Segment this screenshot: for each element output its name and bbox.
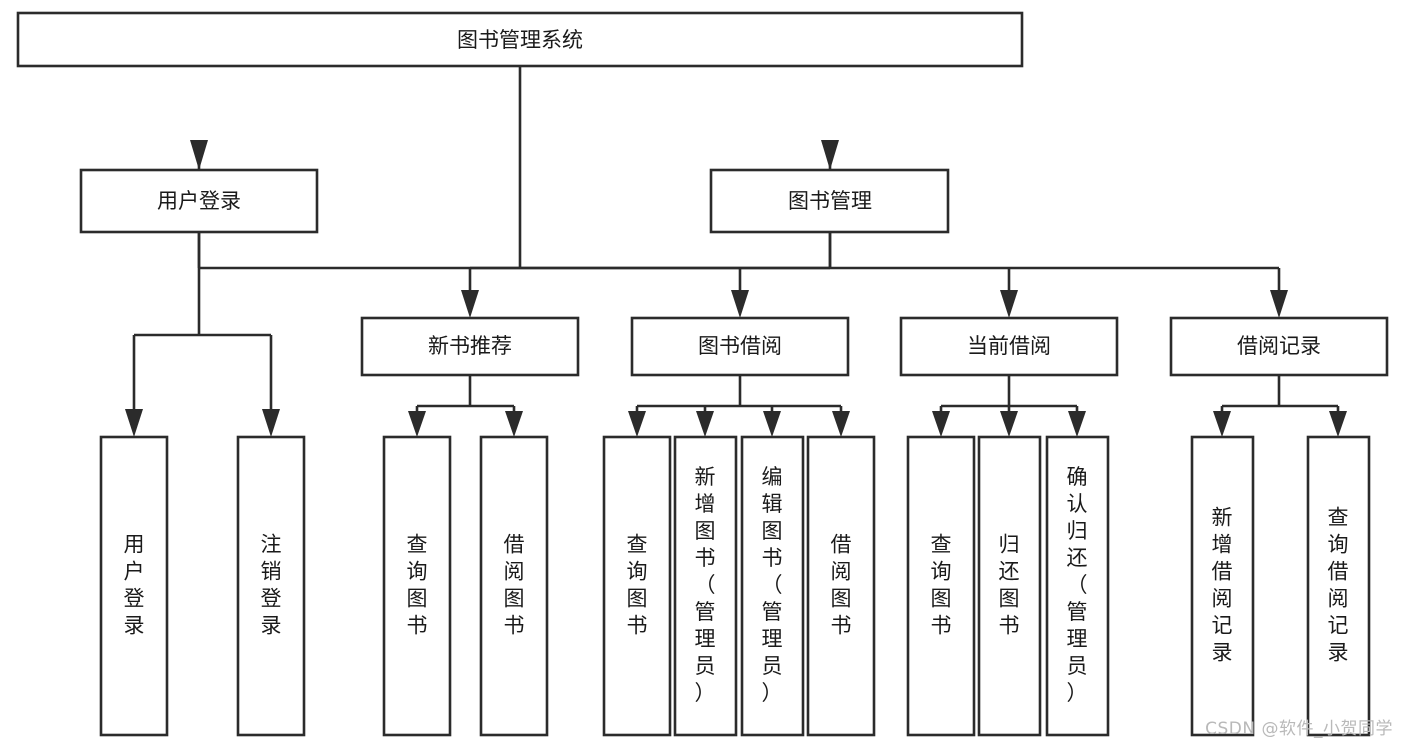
node-leaf-user-logout[interactable]: 注销登录 [236,435,306,737]
node-book-manage-box[interactable] [709,168,950,234]
arrow-leaf-borrow-book-1 [505,411,523,437]
node-leaf-user-login-box[interactable] [99,435,169,737]
arrow-leaf-return-book [1000,411,1018,437]
node-leaf-borrow-book-2-label: 借阅图书 [831,533,852,638]
node-leaf-borrow-book-2[interactable]: 借阅图书 [806,435,876,737]
node-new-book-recommend-label: 新书推荐 [428,334,512,358]
node-leaf-user-login[interactable]: 用户登录 [99,435,169,737]
arrow-leaf-user-logout [262,409,280,437]
node-leaf-add-record-label: 新增借阅记录 [1212,506,1233,665]
node-new-book-recommend[interactable]: 新书推荐 [360,316,580,377]
node-book-borrow-box[interactable] [630,316,850,377]
arrow-leaf-borrow-book-2 [832,411,850,437]
arrow-leaf-query-book-3 [932,411,950,437]
arrow-leaf-query-book-2 [628,411,646,437]
node-leaf-borrow-book-1-label: 借阅图书 [504,533,525,638]
node-leaf-query-book-2-box[interactable] [602,435,672,737]
node-leaf-return-book[interactable]: 归还图书 [977,435,1042,737]
arrow-leaf-add-book [696,411,714,437]
arrow-leaf-user-login [125,409,143,437]
node-leaf-query-book-1-box[interactable] [382,435,452,737]
node-leaf-return-book-label: 归还图书 [999,533,1020,638]
arrow-leaf-add-record [1213,411,1231,437]
node-leaf-confirm-return-label: 确认归还（管理员） [1067,465,1088,705]
arrow-user-login [190,140,208,170]
node-book-manage-label: 图书管理 [788,189,872,213]
node-user-login-label: 用户登录 [157,189,241,213]
arrow-current-borrow [1000,290,1018,318]
node-book-borrow[interactable]: 图书借阅 [630,316,850,377]
node-leaf-query-book-2[interactable]: 查询图书 [602,435,672,737]
node-leaf-query-book-1[interactable]: 查询图书 [382,435,452,737]
arrow-new-book-recommend [461,290,479,318]
arrow-leaf-query-book-1 [408,411,426,437]
node-leaf-query-record-box[interactable] [1306,435,1371,737]
node-current-borrow-box[interactable] [899,316,1119,377]
node-borrow-record-label: 借阅记录 [1237,334,1321,358]
node-leaf-confirm-return[interactable]: 确认归还（管理员） [1045,435,1110,737]
node-user-login[interactable]: 用户登录 [79,168,319,234]
node-leaf-add-book[interactable]: 新增图书（管理员） [673,435,738,737]
node-book-manage[interactable]: 图书管理 [709,168,950,234]
node-leaf-query-book-1-label: 查询图书 [407,533,428,638]
node-book-borrow-label: 图书借阅 [698,334,782,358]
node-leaf-query-book-3-label: 查询图书 [931,533,952,638]
node-borrow-record[interactable]: 借阅记录 [1169,316,1389,377]
node-leaf-query-book-3-box[interactable] [906,435,976,737]
arrow-leaf-edit-book [763,411,781,437]
node-root-box[interactable] [16,11,1024,68]
node-leaf-add-book-label: 新增图书（管理员） [695,465,716,705]
node-root-label: 图书管理系统 [457,28,583,52]
node-current-borrow[interactable]: 当前借阅 [899,316,1119,377]
arrow-borrow-record [1270,290,1288,318]
node-borrow-record-box[interactable] [1169,316,1389,377]
node-leaf-borrow-book-1[interactable]: 借阅图书 [479,435,549,737]
node-leaf-edit-book-label: 编辑图书（管理员） [762,465,783,705]
arrow-book-manage [821,140,839,170]
node-leaf-query-book-3[interactable]: 查询图书 [906,435,976,737]
arrow-book-borrow [731,290,749,318]
node-new-book-recommend-box[interactable] [360,316,580,377]
node-leaf-edit-book[interactable]: 编辑图书（管理员） [740,435,805,737]
node-leaf-add-record-box[interactable] [1190,435,1255,737]
node-user-login-box[interactable] [79,168,319,234]
node-root[interactable]: 图书管理系统 [16,11,1024,68]
node-leaf-query-record[interactable]: 查询借阅记录 [1306,435,1371,737]
edges-layer [125,66,1347,437]
node-leaf-borrow-book-2-box[interactable] [806,435,876,737]
node-leaf-user-logout-box[interactable] [236,435,306,737]
node-leaf-query-record-label: 查询借阅记录 [1328,506,1349,665]
node-leaf-confirm-return-box[interactable] [1045,435,1110,737]
node-leaf-add-book-box[interactable] [673,435,738,737]
node-leaf-user-login-label: 用户登录 [124,533,145,638]
node-leaf-user-logout-label: 注销登录 [261,533,282,638]
arrow-leaf-confirm-return [1068,411,1086,437]
node-leaf-return-book-box[interactable] [977,435,1042,737]
arrow-leaf-query-record [1329,411,1347,437]
node-current-borrow-label: 当前借阅 [967,334,1051,358]
node-leaf-query-book-2-label: 查询图书 [627,533,648,638]
node-leaf-add-record[interactable]: 新增借阅记录 [1190,435,1255,737]
node-leaf-edit-book-box[interactable] [740,435,805,737]
node-leaf-borrow-book-1-box[interactable] [479,435,549,737]
